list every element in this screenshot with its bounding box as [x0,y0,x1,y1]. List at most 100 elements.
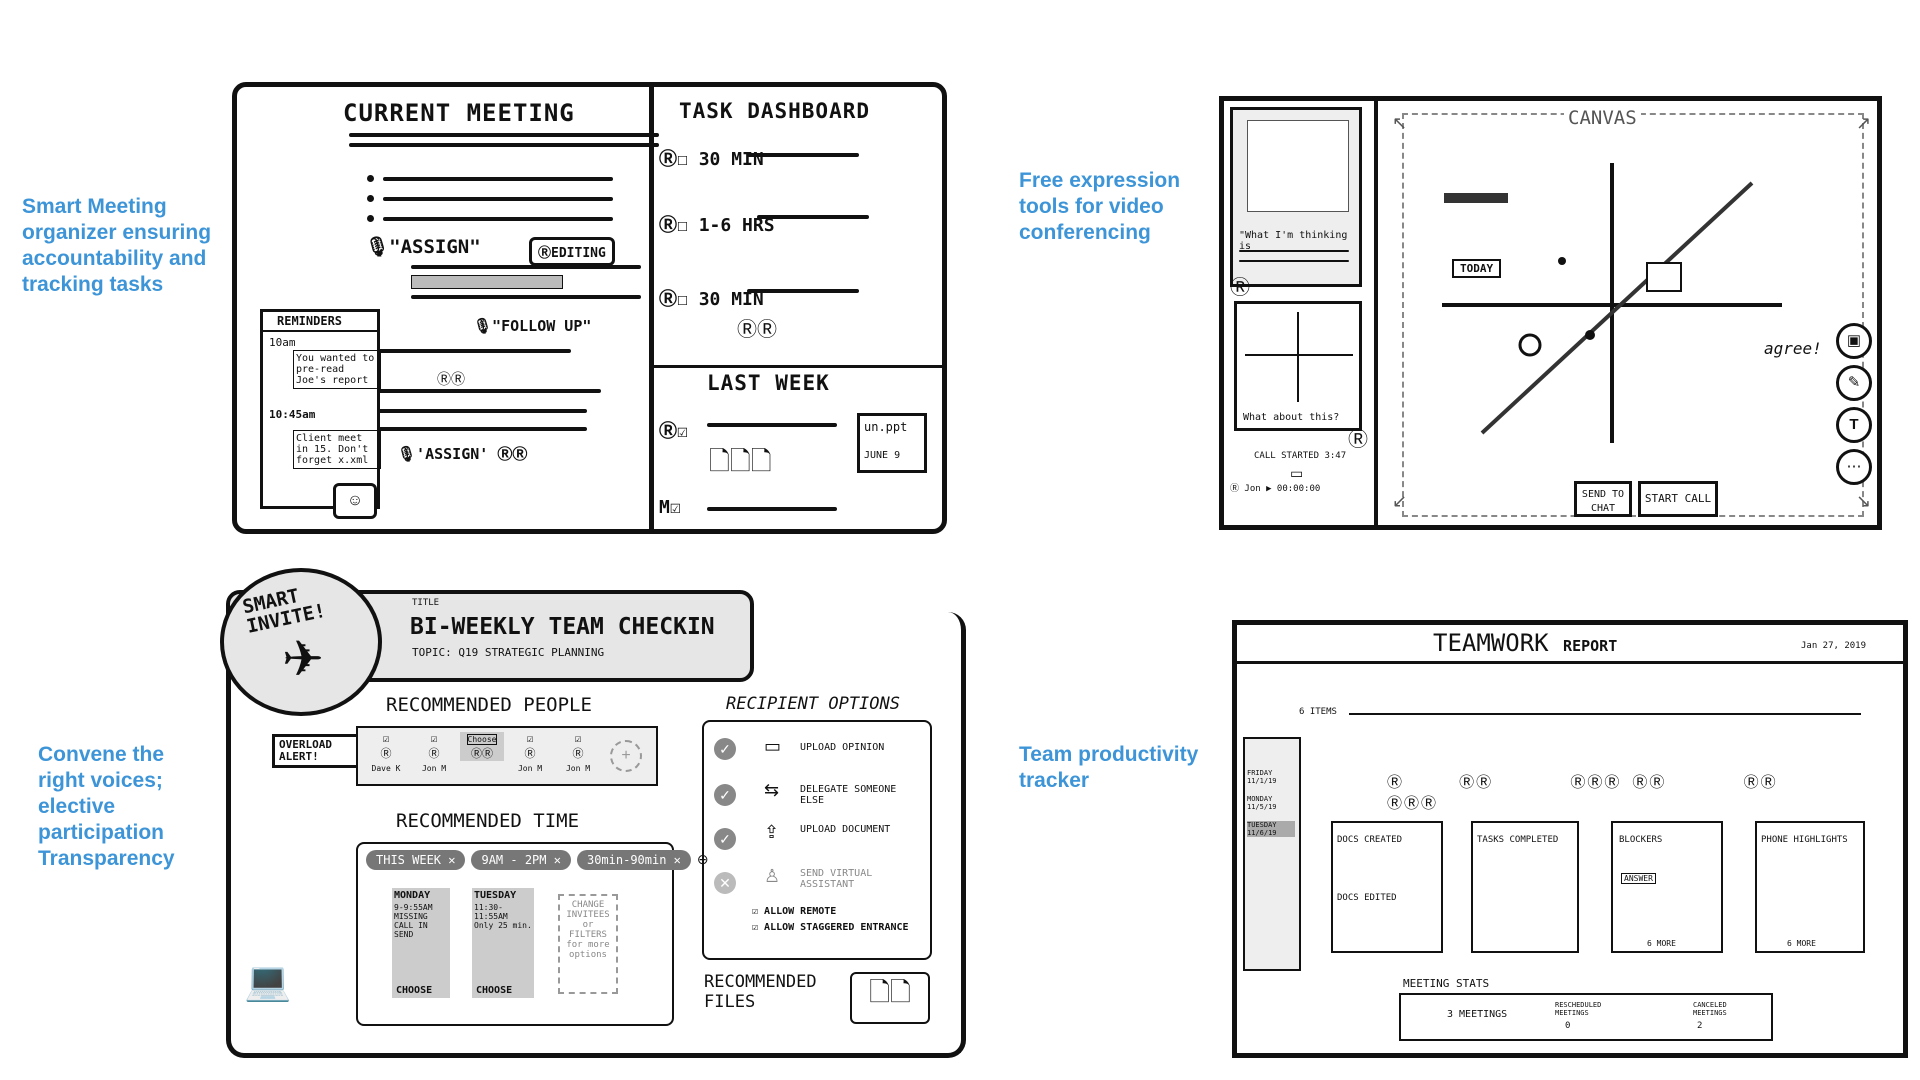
overload-alert[interactable]: OVERLOAD ALERT! [272,734,362,768]
add-person-icon[interactable]: + [610,740,642,772]
report-date: Jan 27, 2019 [1801,641,1867,651]
avatar-icon: Ⓡ [1230,277,1250,299]
video-thumb-2[interactable]: What about this? [1234,301,1362,431]
more-icon[interactable]: ⋯ [1836,449,1872,485]
task-row-2[interactable]: Ⓡ☐ 1-6 HRS [659,215,775,236]
option-upload-opinion[interactable]: UPLOAD OPINION [800,742,885,753]
check-icon[interactable]: ✓ [714,738,736,760]
smile-chat-icon[interactable]: ☺ [333,483,377,519]
topic-label: TOPIC: Q19 STRATEGIC PLANNING [412,646,605,659]
phone-highlights-card[interactable]: PHONE HIGHLIGHTS 6 MORE [1755,821,1865,953]
recommended-files-title: RECOMMENDED FILES [704,972,817,1012]
invite-topic[interactable]: Q19 STRATEGIC PLANNING [458,646,605,659]
send-to-chat-button[interactable]: SEND TO CHAT [1574,481,1632,517]
answer-button[interactable]: ANSWER [1621,873,1656,884]
timeline-avatars: Ⓡ ⓇⓇ ⓇⓇⓇ ⓇⓇ ⓇⓇ ⓇⓇⓇ [1387,773,1833,812]
day-friday[interactable]: FRIDAY 11/1/19 [1247,769,1277,785]
reminder-note-2[interactable]: Client meet in 15. Don't forget x.xml [293,430,381,469]
choose-monday-button[interactable]: CHOOSE [396,985,433,996]
arrow-corner-icon: ↖ [1392,113,1408,133]
video-thumb-1[interactable]: "What I'm thinking is [1230,107,1362,287]
image-icon[interactable]: ▣ [1836,323,1872,359]
today-label[interactable]: TODAY [1452,259,1502,278]
check-icon[interactable]: ✓ [714,784,736,806]
agree-annotation: agree! [1764,339,1822,358]
last-week-title: LAST WEEK [707,371,830,395]
editing-highlight [411,275,563,289]
option-upload-document[interactable]: UPLOAD DOCUMENT [800,824,891,835]
change-invitees-note: CHANGE INVITEES or FILTERS for more opti… [558,894,618,994]
recipient-options: ✓ UPLOAD OPINION ▭ ✓ DELEGATE SOMEONE EL… [702,720,932,960]
recommended-people-title: RECOMMENDED PEOPLE [386,694,592,716]
file-icon[interactable]: 🗋 [890,977,911,1007]
note-rect [1444,193,1508,203]
recommended-time-title: RECOMMENDED TIME [396,810,580,832]
assign-2-label: 🎙'ASSIGN' ⓇⓇ [397,445,528,463]
arrow-corner-icon: ↙ [1392,491,1408,511]
check-icon[interactable]: ✓ [714,828,736,850]
start-call-button[interactable]: START CALL [1638,481,1718,517]
upload-icon: ⇪ [764,822,780,842]
stat-canceled-value: 2 [1697,1021,1703,1031]
speech-bubble-1: "What I'm thinking is [1239,230,1348,252]
allow-remote-checkbox[interactable]: ☑ ALLOW REMOTE [752,906,837,917]
stat-rescheduled-value: 0 [1565,1021,1571,1031]
close-icon[interactable]: ✕ [714,872,736,894]
meeting-stats: 3 MEETINGS RESCHEDULED MEETINGS 0 CANCEL… [1399,993,1773,1041]
reminder-time-2: 10:45am [269,408,316,421]
reminders-title: REMINDERS [277,314,343,328]
recommended-files: 🗋🗋 [850,972,930,1024]
day-list[interactable]: FRIDAY 11/1/19 MONDAY 11/5/19 TUESDAY 11… [1243,737,1301,971]
task-row-1[interactable]: Ⓡ☐ 30 MIN [659,149,764,170]
delegate-icon: ⇆ [764,780,780,800]
caption-convene: Convene the right voices; elective parti… [38,743,175,870]
day-monday[interactable]: MONDAY 11/5/19 [1247,795,1277,811]
timeline[interactable] [1349,713,1861,715]
option-virtual-assistant[interactable]: SEND VIRTUAL ASSISTANT [800,868,873,890]
text-icon[interactable]: T [1836,407,1872,443]
canvas-sketch [1442,163,1782,443]
allow-staggered-checkbox[interactable]: ☑ ALLOW STAGGERED ENTRANCE [752,922,909,933]
task-row-3[interactable]: Ⓡ☐ 30 MIN [659,289,764,310]
last-week-row-2[interactable]: M☑ [659,497,681,518]
day-tuesday[interactable]: TUESDAY 11/6/19 [1247,821,1295,837]
filter-hours[interactable]: 9AM - 2PM ✕ [471,850,571,870]
blockers-card[interactable]: BLOCKERS ANSWER 6 MORE [1611,821,1723,953]
task-assignees: ⓇⓇ [737,317,777,341]
filter-duration[interactable]: 30min-90min ✕ [576,850,691,870]
teamwork-report-panel: TEAMWORK REPORT Jan 27, 2019 6 ITEMS Ⓡ Ⓡ… [1232,620,1908,1058]
follow-up-voice-label: 🎙"FOLLOW UP" [473,317,592,335]
canvas-title: CANVAS [1564,107,1641,129]
docs-created-card[interactable]: DOCS CREATED DOCS EDITED [1331,821,1443,953]
file-icon[interactable]: 🗋 [869,977,890,1007]
slot-monday[interactable]: MONDAY 9-9:55AM MISSING CALL IN SEND CHO… [392,888,450,998]
meeting-stats-title: MEETING STATS [1403,977,1490,990]
reminder-time-1: 10am [269,336,296,349]
caption-smart-meeting: Smart Meeting organizer ensuring account… [22,195,212,296]
call-started: CALL STARTED 3:47 [1254,451,1347,461]
choose-tuesday-button[interactable]: CHOOSE [476,985,513,996]
filter-this-week[interactable]: THIS WEEK ✕ [366,850,466,870]
call-timer: Ⓡ Jon ▶ 00:00:00 [1230,484,1321,494]
tasks-completed-card[interactable]: TASKS COMPLETED [1471,821,1579,953]
smart-meeting-panel: CURRENT MEETING 🎙"ASSIGN" ⓇEDITING 🎙"FOL… [232,82,947,534]
time-section: THIS WEEK ✕9AM - 2PM ✕30min-90min ✕⊕ MON… [356,842,709,1026]
assign-voice-label: 🎙"ASSIGN" [365,236,481,258]
editing-badge[interactable]: ⓇEDITING [529,237,615,266]
avatar-icon: Ⓡ [1348,429,1368,451]
reminders-panel: REMINDERS 10am You wanted to pre-read Jo… [260,309,381,509]
pencil-icon[interactable]: ✎ [1836,365,1872,401]
option-delegate[interactable]: DELEGATE SOMEONE ELSE [800,784,897,806]
slot-tuesday[interactable]: TUESDAY 11:30-11:55AM Only 25 min. CHOOS… [472,888,534,998]
invite-title[interactable]: BI-WEEKLY TEAM CHECKIN [410,614,715,640]
last-week-row[interactable]: Ⓡ☑ [659,421,688,442]
reminder-note-1[interactable]: You wanted to pre-read Joe's report [293,350,381,389]
mic-icon: 🎙 [365,236,390,258]
